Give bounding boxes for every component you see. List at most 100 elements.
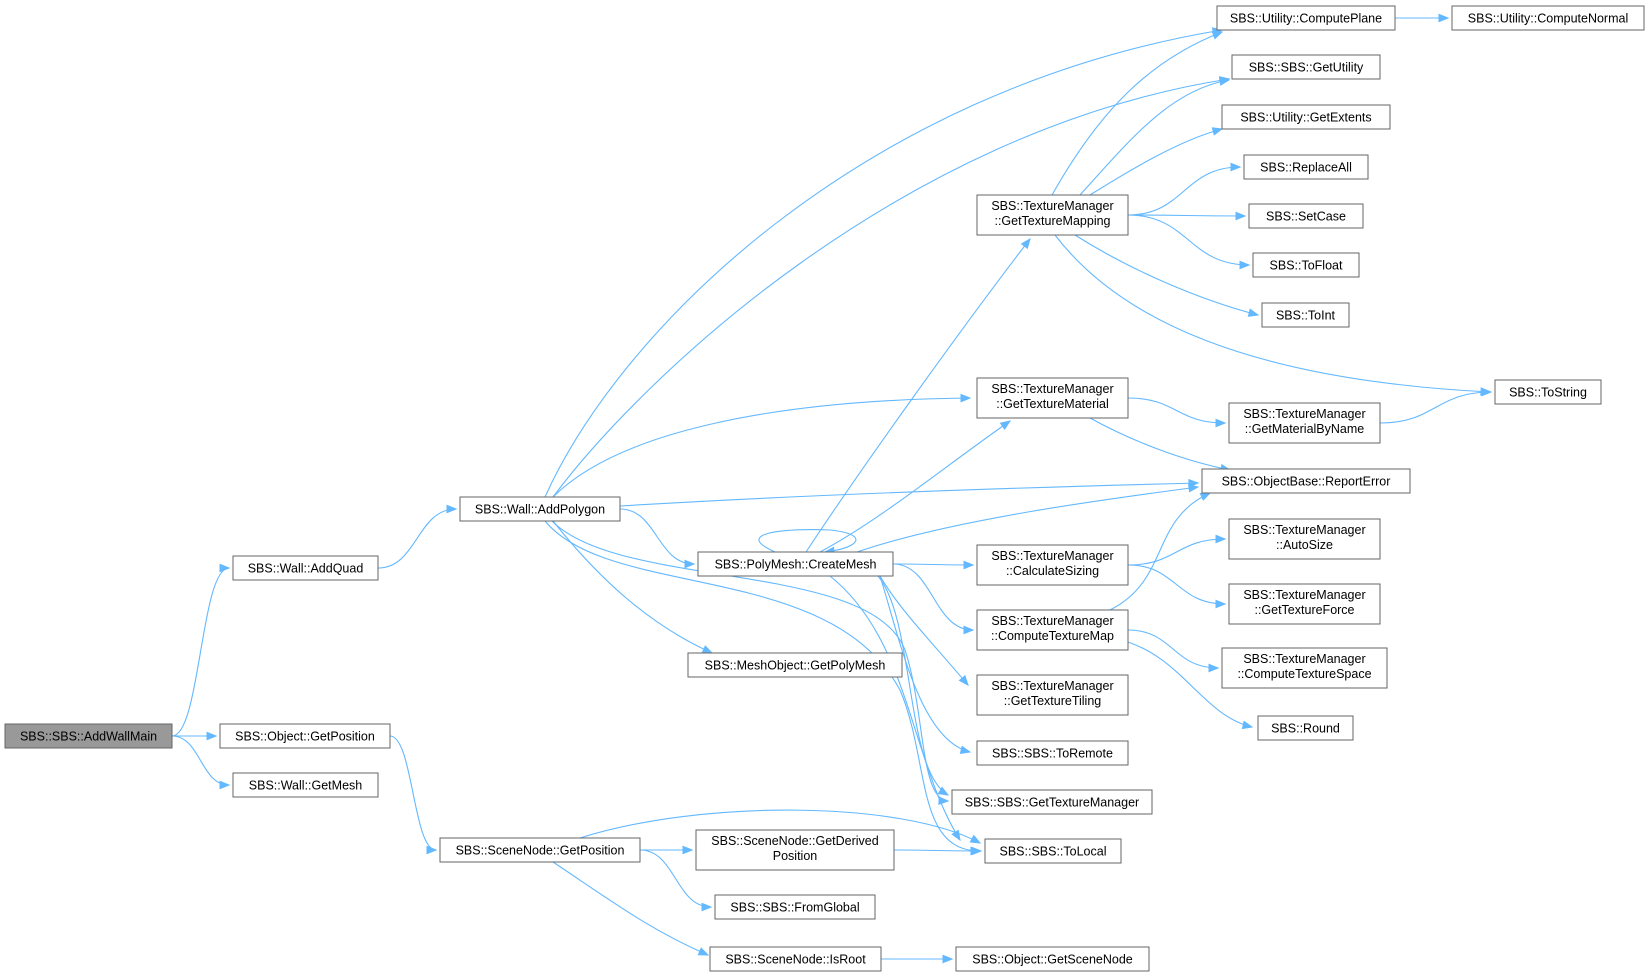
edge-arrowhead (969, 834, 982, 844)
node-sbs-set-case[interactable]: SBS::SetCase (1248, 203, 1364, 229)
node-box (1451, 5, 1645, 31)
edge-addpolygon-to-gettexmaterial (552, 393, 972, 498)
node-utility-get-extents[interactable]: SBS::Utility::GetExtents (1221, 104, 1391, 130)
node-label: SBS::MeshObject::GetPolyMesh (705, 659, 886, 673)
node-object-get-scene-node[interactable]: SBS::Object::GetSceneNode (955, 946, 1150, 972)
edge-line (819, 420, 1011, 553)
node-scenenode-is-root[interactable]: SBS::SceneNode::IsRoot (709, 946, 882, 972)
edge-line (1127, 397, 1226, 424)
node-wall-get-mesh[interactable]: SBS::Wall::GetMesh (232, 772, 379, 798)
edge-computeplane-to-computenormal (1395, 13, 1450, 23)
nodes-layer: SBS::SBS::AddWallMainSBS::Wall::AddQuadS… (4, 5, 1645, 972)
node-utility-compute-plane[interactable]: SBS::Utility::ComputePlane (1216, 5, 1396, 31)
node-texturemanager-calculate-sizing[interactable]: SBS::TextureManager::CalculateSizing (976, 544, 1129, 586)
edge-line (879, 575, 971, 753)
edge-line (1074, 234, 1259, 316)
node-box (1221, 104, 1391, 130)
node-scenenode-get-position[interactable]: SBS::SceneNode::GetPosition (439, 837, 641, 863)
node-sbs-get-texture-manager[interactable]: SBS::SBS::GetTextureManager (951, 789, 1153, 815)
node-label: SBS::ToString (1509, 386, 1587, 400)
node-sbs-to-string[interactable]: SBS::ToString (1494, 379, 1602, 405)
node-label: SBS::TextureManager (1243, 652, 1365, 666)
node-texturemanager-get-texture-material[interactable]: SBS::TextureManager::GetTextureMaterial (976, 377, 1129, 419)
node-sbs-round[interactable]: SBS::Round (1257, 715, 1354, 741)
edge-line (579, 809, 981, 844)
node-sbs-to-local[interactable]: SBS::SBS::ToLocal (984, 838, 1122, 864)
edge-scenegetpos-to-getderived (639, 845, 694, 855)
node-box (951, 789, 1153, 815)
node-sbs-to-int[interactable]: SBS::ToInt (1261, 302, 1350, 328)
node-label: SBS::TextureManager (991, 614, 1113, 628)
node-polymesh-create-mesh[interactable]: SBS::PolyMesh::CreateMesh (697, 551, 894, 577)
node-label: ::GetTextureTiling (1004, 694, 1102, 708)
edge-arrowhead (219, 563, 231, 573)
node-add-wall-main[interactable]: SBS::SBS::AddWallMain (4, 723, 173, 749)
edge-arrowhead (1247, 308, 1260, 317)
node-sbs-get-utility[interactable]: SBS::SBS::GetUtility (1231, 54, 1381, 80)
node-texturemanager-get-material-by-name[interactable]: SBS::TextureManager::GetMaterialByName (1228, 402, 1381, 444)
node-label: SBS::SBS::FromGlobal (730, 901, 859, 915)
edge-calcsizing-to-gettexforce (1127, 564, 1227, 609)
edge-line (1127, 214, 1246, 217)
edge-arrowhead (1199, 492, 1212, 501)
node-object-get-position[interactable]: SBS::Object::GetPosition (219, 723, 391, 749)
node-box (976, 544, 1129, 586)
edge-scenegetpos-to-fromglobal (639, 849, 713, 912)
node-label: SBS::Round (1271, 722, 1340, 736)
edge-line (1051, 31, 1223, 196)
node-label: SBS::TextureManager (991, 382, 1113, 396)
node-sbs-replace-all[interactable]: SBS::ReplaceAll (1243, 154, 1369, 180)
edge-arrowhead (942, 954, 954, 964)
edge-getmatbyname-to-tostring (1379, 387, 1493, 424)
edge-arrowhead (1215, 534, 1227, 544)
node-label: SBS::SBS::AddWallMain (20, 730, 157, 744)
edge-arrowhead (1239, 260, 1251, 270)
node-box (687, 652, 903, 678)
node-texturemanager-compute-texture-space[interactable]: SBS::TextureManager::ComputeTextureSpace (1221, 647, 1388, 689)
node-label: SBS::TextureManager (991, 199, 1113, 213)
node-box (1243, 154, 1369, 180)
node-texturemanager-get-texture-force[interactable]: SBS::TextureManager::GetTextureForce (1228, 583, 1381, 625)
edge-arrowhead (1438, 13, 1450, 23)
node-wall-add-quad[interactable]: SBS::Wall::AddQuad (232, 555, 379, 581)
node-texturemanager-compute-texture-map[interactable]: SBS::TextureManager::ComputeTextureMap (976, 609, 1129, 651)
edge-createmesh-to-gettexmapping (805, 237, 1031, 553)
node-box (4, 723, 173, 749)
node-wall-add-polygon[interactable]: SBS::Wall::AddPolygon (459, 496, 621, 522)
edge-arrowhead (963, 625, 975, 635)
edge-arrowhead (1235, 211, 1247, 221)
node-label: SBS::ObjectBase::ReportError (1222, 475, 1391, 489)
node-label: SBS::Object::GetPosition (235, 730, 375, 744)
node-objectbase-report-error[interactable]: SBS::ObjectBase::ReportError (1201, 468, 1411, 494)
node-texturemanager-get-texture-mapping[interactable]: SBS::TextureManager::GetTextureMapping (976, 194, 1129, 236)
node-box (714, 894, 876, 920)
node-box (697, 551, 894, 577)
edges-layer (171, 13, 1493, 964)
node-label: ::ComputeTextureMap (991, 629, 1114, 643)
node-utility-compute-normal[interactable]: SBS::Utility::ComputeNormal (1451, 5, 1645, 31)
node-texturemanager-get-texture-tiling[interactable]: SBS::TextureManager::GetTextureTiling (976, 674, 1129, 716)
node-label: ::ComputeTextureSpace (1237, 667, 1371, 681)
edge-arrowhead (1188, 483, 1200, 493)
edge-createmesh-to-tolocal (829, 575, 961, 842)
edge-line (619, 508, 695, 565)
node-meshobject-get-poly-mesh[interactable]: SBS::MeshObject::GetPolyMesh (687, 652, 903, 678)
node-box (439, 837, 641, 863)
node-box (1201, 468, 1411, 494)
edge-line (1054, 234, 1491, 393)
edge-arrowhead (446, 504, 458, 514)
node-sbs-to-remote[interactable]: SBS::SBS::ToRemote (976, 740, 1129, 766)
edge-createmesh-to-gettexmaterial (819, 420, 1012, 553)
node-texturemanager-auto-size[interactable]: SBS::TextureManager::AutoSize (1228, 518, 1381, 560)
node-label: ::AutoSize (1276, 538, 1333, 552)
node-box (1494, 379, 1602, 405)
edge-arrowhead (684, 559, 696, 569)
edge-addwallmain-to-getmesh (171, 735, 231, 790)
edge-arrowhead (963, 560, 975, 570)
node-label: SBS::ToFloat (1270, 259, 1343, 273)
node-label: SBS::SceneNode::GetDerived (711, 834, 878, 848)
node-sbs-from-global[interactable]: SBS::SBS::FromGlobal (714, 894, 876, 920)
node-sbs-to-float[interactable]: SBS::ToFloat (1252, 252, 1360, 278)
